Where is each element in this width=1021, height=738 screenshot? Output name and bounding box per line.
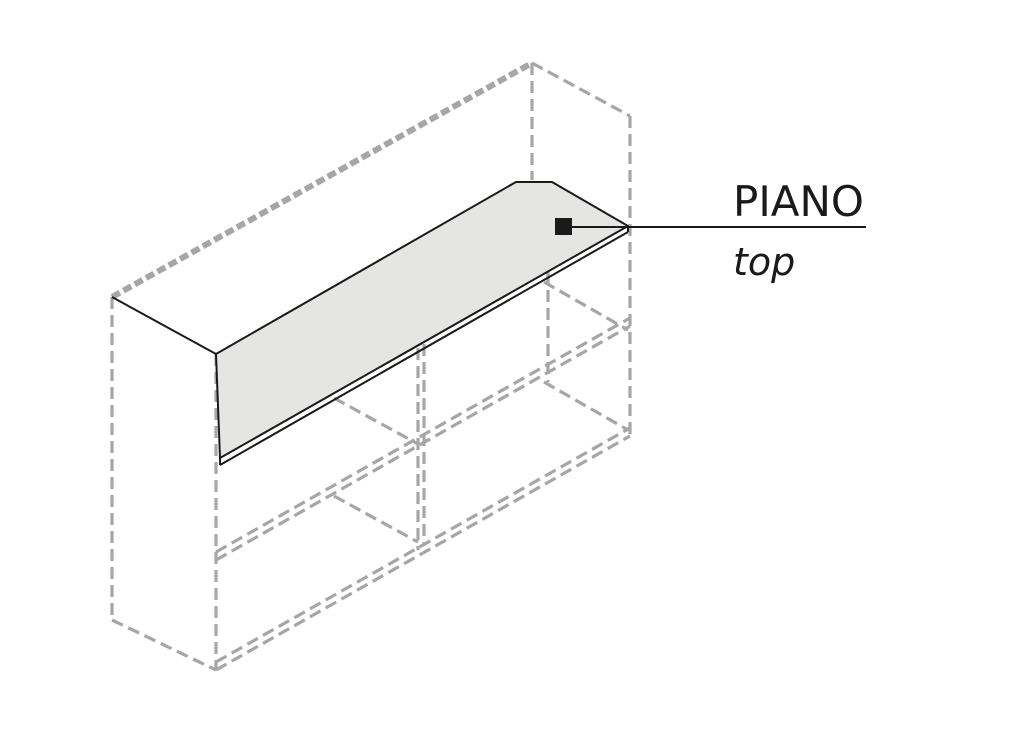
bottom-depth-mid (543, 380, 629, 432)
shelf-front-edge-inner (215, 316, 631, 554)
top-panel-left-edge (111, 296, 217, 355)
callout-label: PIANO (733, 177, 864, 226)
top-right-edge (531, 61, 631, 118)
bottom-depth-left (333, 494, 419, 544)
cabinet-hidden-outline (110, 60, 632, 672)
shelf-depth-mid (543, 280, 629, 332)
top-panel-front-edge (219, 231, 629, 466)
callout-sublabel: top (733, 240, 795, 284)
top-panel-face (215, 181, 629, 459)
shelf-depth-left (333, 396, 419, 446)
top-back-edge (110, 60, 534, 300)
callout-marker-square (555, 218, 572, 235)
top-panel (111, 181, 629, 466)
bottom-front-edge (215, 434, 631, 672)
left-bottom-edge (111, 618, 217, 672)
shelf-front-edge (215, 324, 631, 562)
callout: PIANO top (555, 177, 866, 284)
